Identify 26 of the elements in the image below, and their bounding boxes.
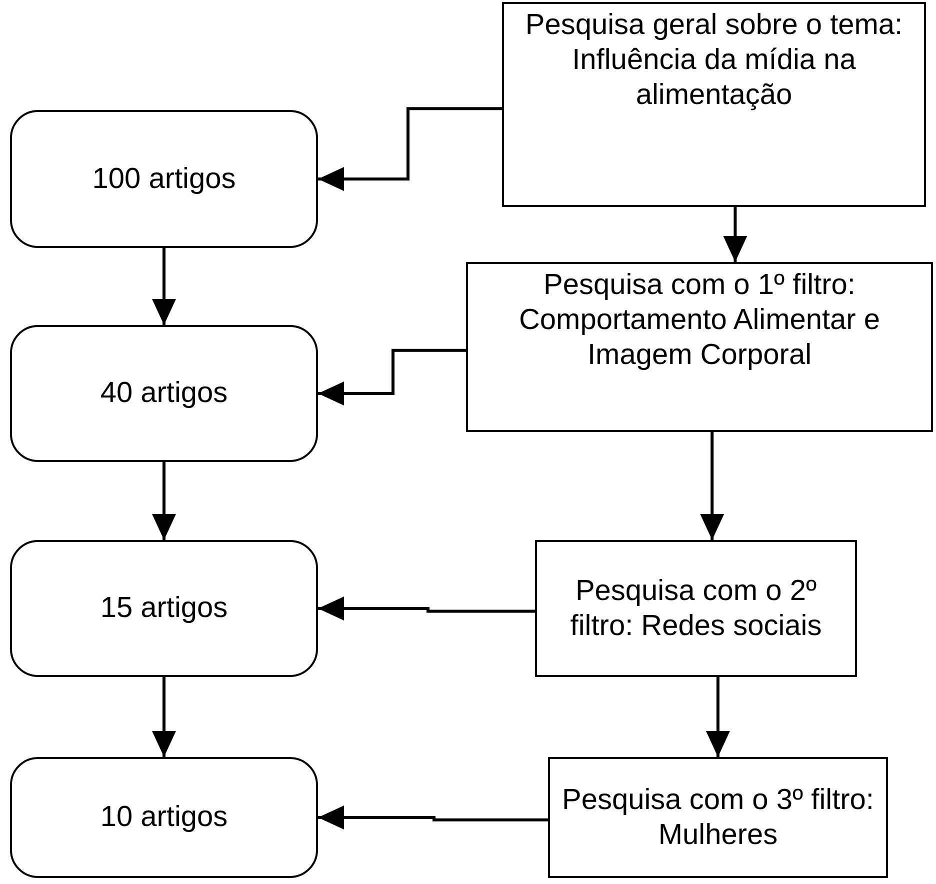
arrow <box>152 248 176 325</box>
process-box <box>548 757 888 878</box>
arrow <box>152 462 176 540</box>
result-box <box>10 110 318 248</box>
node-label: 10 artigos <box>100 800 228 835</box>
process-box <box>466 262 933 432</box>
result-box <box>10 757 318 878</box>
node-label: Pesquisa com o 2º filtro: Redes sociais <box>569 574 823 644</box>
arrow <box>706 677 730 757</box>
arrow <box>318 596 535 620</box>
result-box <box>10 325 318 462</box>
node-label: Pesquisa com o 3º filtro: Mulheres <box>560 782 875 852</box>
node-label: 15 artigos <box>100 591 228 626</box>
arrow <box>318 806 548 830</box>
arrow <box>318 348 466 406</box>
arrow <box>723 207 748 262</box>
node-label: 100 artigos <box>92 162 236 196</box>
node-label: Pesquisa com o 1º filtro: Comportamento Alimentar e Imagem Corporal <box>518 268 882 372</box>
arrow <box>152 677 176 757</box>
arrow <box>700 432 724 540</box>
node-label: Pesquisa geral sobre o tema: Influência da mídia na alimentação <box>524 8 904 112</box>
process-box <box>502 2 926 207</box>
arrow <box>318 107 502 191</box>
process-box <box>535 540 857 677</box>
node-label: 40 artigos <box>100 376 228 411</box>
result-box <box>10 540 318 677</box>
